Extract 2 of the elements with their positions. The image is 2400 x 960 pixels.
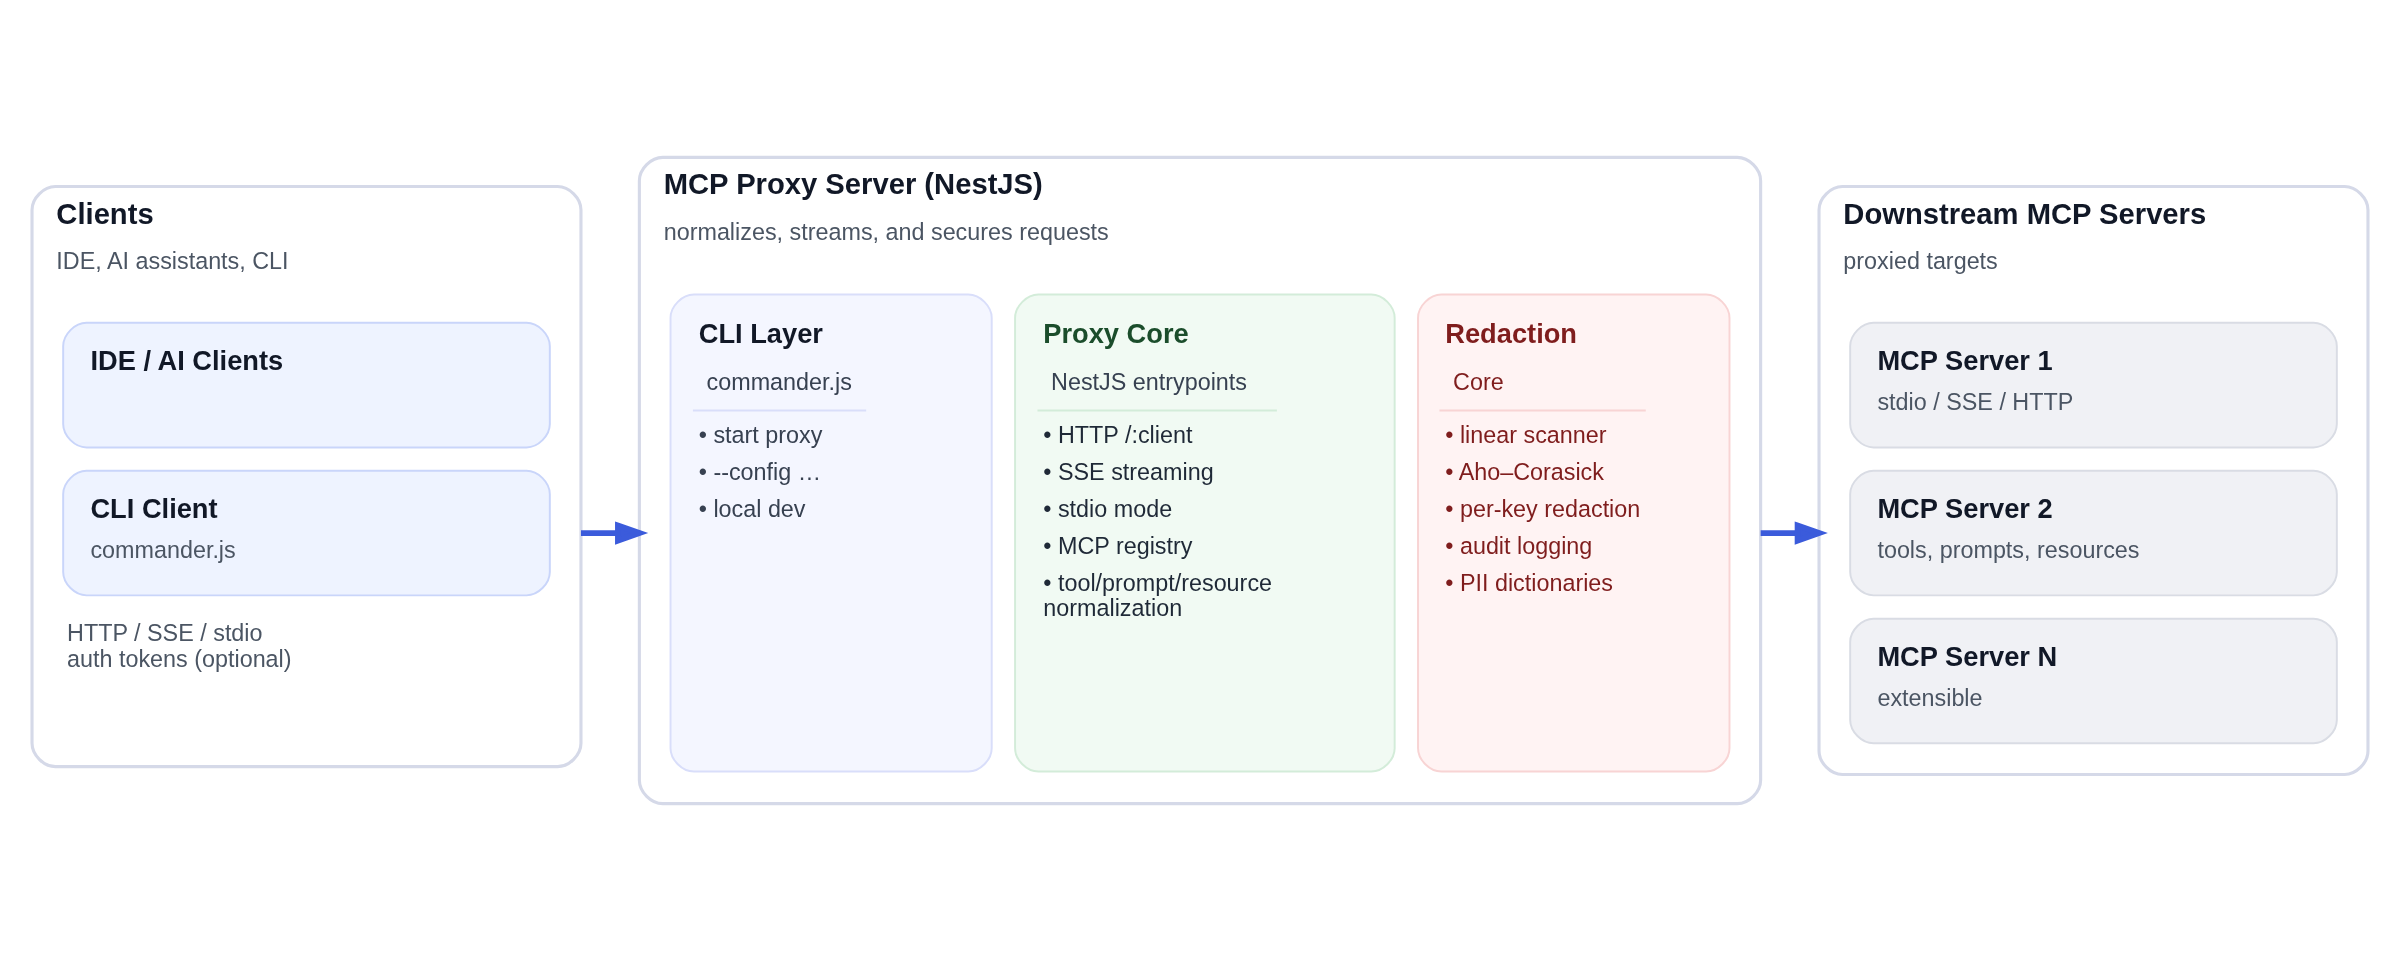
arrow	[580, 520, 649, 545]
arrow	[1760, 520, 1828, 545]
